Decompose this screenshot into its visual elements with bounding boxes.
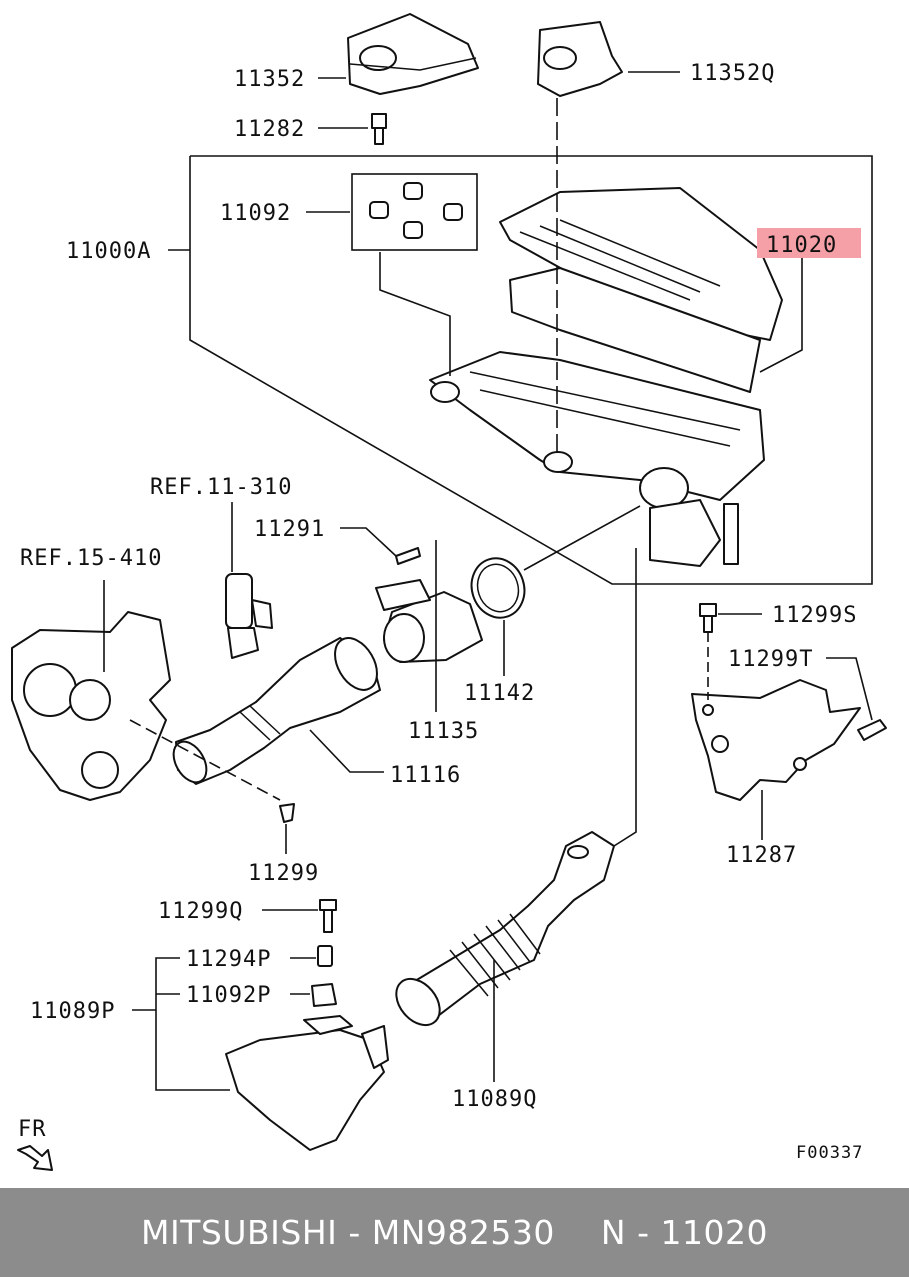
front-arrow-icon [17,1145,53,1171]
bolt-11299q [319,899,337,933]
label-11299t: 11299T [728,647,813,672]
label-fr: FR [18,1117,47,1142]
label-11135: 11135 [408,719,479,744]
parts-diagram: 11352 11352Q 11282 11092 11000A 11020 RE… [11,13,887,1171]
label-11116: 11116 [390,763,461,788]
footer-brand-part: MITSUBISHI - MN982530 [141,1213,555,1252]
label-11089q: 11089Q [452,1087,537,1112]
bolt-11299s [699,603,717,633]
footer-ref: N - 11020 [600,1213,768,1252]
label-11299s: 11299S [772,603,857,628]
label-11352: 11352 [234,67,305,92]
label-11142: 11142 [464,681,535,706]
gasket-11142 [470,557,526,619]
air-cleaner-housing [429,187,783,567]
grommet-box-11092 [351,173,478,251]
footer-bar: MITSUBISHI - MN982530 N - 11020 [0,1188,909,1277]
label-ref-11-310: REF.11-310 [150,475,292,500]
clip-11299 [279,803,295,823]
label-11282: 11282 [234,117,305,142]
airflow-tube-11135 [375,579,483,663]
highlight-11020 [757,228,861,258]
intake-hose-11116 [172,637,381,785]
label-11000a: 11000A [66,239,151,264]
leader-lines [103,71,873,1091]
grommet-11092p [311,983,337,1007]
diagram-code: F00337 [796,1143,863,1163]
label-11092: 11092 [220,201,291,226]
cover-11352q [537,21,623,97]
label-11352q: 11352Q [690,61,775,86]
label-11299q: 11299Q [158,899,243,924]
sensor-ref-11-310 [225,573,273,659]
label-11294p: 11294P [186,947,271,972]
label-11287: 11287 [726,843,797,868]
label-11299: 11299 [248,861,319,886]
label-11089p: 11089P [30,999,115,1024]
label-11092p: 11092P [186,983,271,1008]
bolt-11291 [395,547,421,565]
bolt-11282 [371,113,387,145]
duct-11089p [225,1015,389,1151]
cover-11352 [347,13,479,95]
duct-11089q [395,831,615,1027]
label-11291: 11291 [254,517,325,542]
grommets-11092 [369,182,463,239]
label-11020: 11020 [766,233,837,258]
label-ref-15-410: REF.15-410 [20,546,162,571]
collar-11294p [317,945,333,967]
assembly-frame [189,155,873,585]
bracket-11287 [691,679,887,801]
turbocharger-ref-15-410 [11,611,171,801]
